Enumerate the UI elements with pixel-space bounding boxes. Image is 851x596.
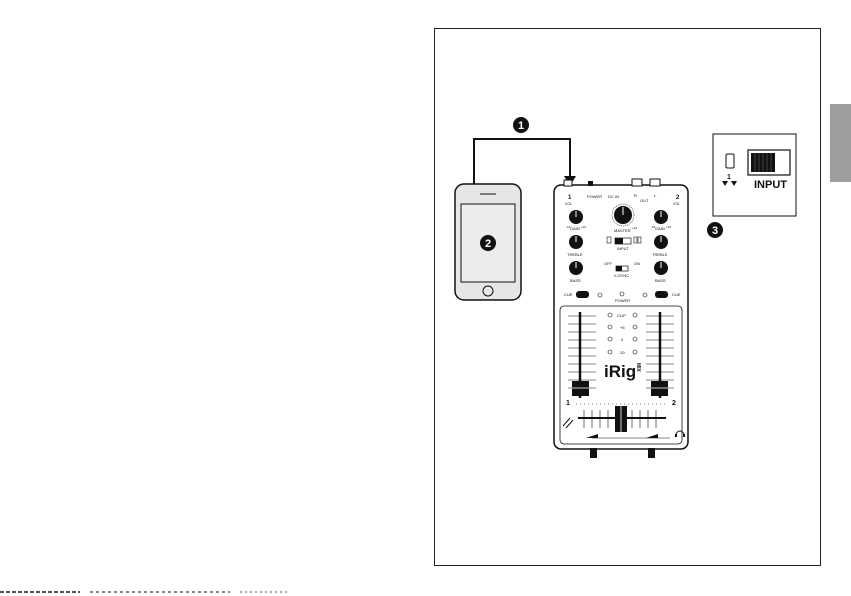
xsync-label: X-SYNC [614,273,629,278]
inset-number: 1 [727,174,731,181]
callout-1-text: 1 [518,120,524,132]
ch1-treble-label: TREBLE [567,252,583,257]
ch2-gain-max: +15 [666,225,671,229]
meter-clip: CLIP [617,313,626,318]
ch2-vol: VOL [673,202,680,206]
on-label: ON [634,261,640,266]
callout-2-text: 2 [485,238,491,250]
ch2-cue-button [655,291,668,298]
ch2-cue-label: CUE [672,292,681,297]
ch1-gain-max: +15 [581,225,586,229]
ch2-gain-min: -15 [651,225,656,229]
fader-ch2-number: 2 [672,400,676,407]
master-max: +24 [632,226,637,230]
power-label: POWER [587,194,602,199]
brand-logo: iRig [604,362,636,381]
input-label: INPUT [617,246,630,251]
ch2-bass-label: BASS [655,278,666,283]
out-label: OUT [640,198,649,203]
irig-mix-device: 1 VOL 2 VOL POWER DC IN R L OUT GAIN -15… [554,179,688,458]
ch1-cue-label: CUE [564,292,573,297]
ch2-treble-label: TREBLE [652,252,668,257]
master-label: MASTER [614,228,631,233]
ch1-vol: VOL [565,202,572,206]
ch1-bass-label: BASS [570,278,581,283]
callout-3-text: 3 [712,225,718,237]
ch1-cue-button [576,291,589,298]
meter-plus6: +6 [620,325,625,330]
callout-3: 3 [707,222,723,238]
dcin-label: DC IN [608,194,619,199]
brand-logo-sub: MIX [635,363,641,373]
ch2-gain-label: GAIN [655,226,665,231]
audio-cable [474,139,570,184]
out-r-label: R [634,193,637,198]
inset-input-label: INPUT [754,179,787,191]
callout-1: 1 [513,117,529,133]
meter-minus20: -20 [619,350,626,355]
callout-2: 2 [480,235,496,251]
power-led-label: POWER [615,298,630,303]
ch1-gain-label: GAIN [570,226,580,231]
ch1-gain-min: -15 [566,225,571,229]
fader-ch1-number: 1 [566,400,570,407]
off-label: OFF [604,261,613,266]
input-switch-inset: 1 INPUT [713,134,796,216]
